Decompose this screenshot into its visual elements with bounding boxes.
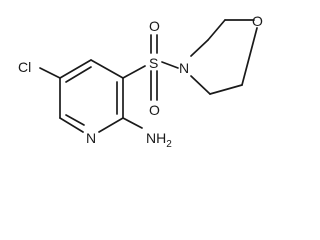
atom-morpholine-oxygen: O (252, 13, 263, 29)
molecule-structure: Cl N NH2 S O O N O (18, 13, 263, 150)
bond-c6-cl (39, 67, 61, 79)
atom-pyridine-nitrogen: N (86, 130, 96, 146)
atom-morpholine-nitrogen: N (179, 60, 189, 76)
bond-c3-nh2 (122, 117, 143, 129)
atom-amino: NH2 (146, 130, 172, 150)
bond-c2-s (122, 65, 146, 79)
bond-n-c5-inner (65, 114, 85, 126)
bond-n-cc (190, 75, 211, 95)
atom-sulfonyl-oxygen-top: O (149, 18, 160, 34)
bond-c1-c2 (90, 59, 124, 79)
bond-cc-cd (209, 84, 243, 95)
bond-c6-c1 (59, 59, 92, 79)
atom-sulfonyl-oxygen-bottom: O (149, 102, 160, 118)
bond-c3-n (98, 117, 124, 133)
bond-n-c5 (59, 117, 84, 133)
structure-canvas: Cl N NH2 S O O N O (18, 13, 263, 150)
bond-ca-cb (207, 19, 226, 41)
bond-n-ca (190, 39, 209, 57)
atom-chlorine: Cl (18, 59, 31, 75)
amino-subscript: 2 (166, 139, 172, 150)
bond-s-n (161, 61, 179, 69)
bond-c6-c1-inner (65, 66, 92, 83)
bond-cd-o (241, 27, 258, 86)
atom-sulfur: S (149, 55, 158, 71)
